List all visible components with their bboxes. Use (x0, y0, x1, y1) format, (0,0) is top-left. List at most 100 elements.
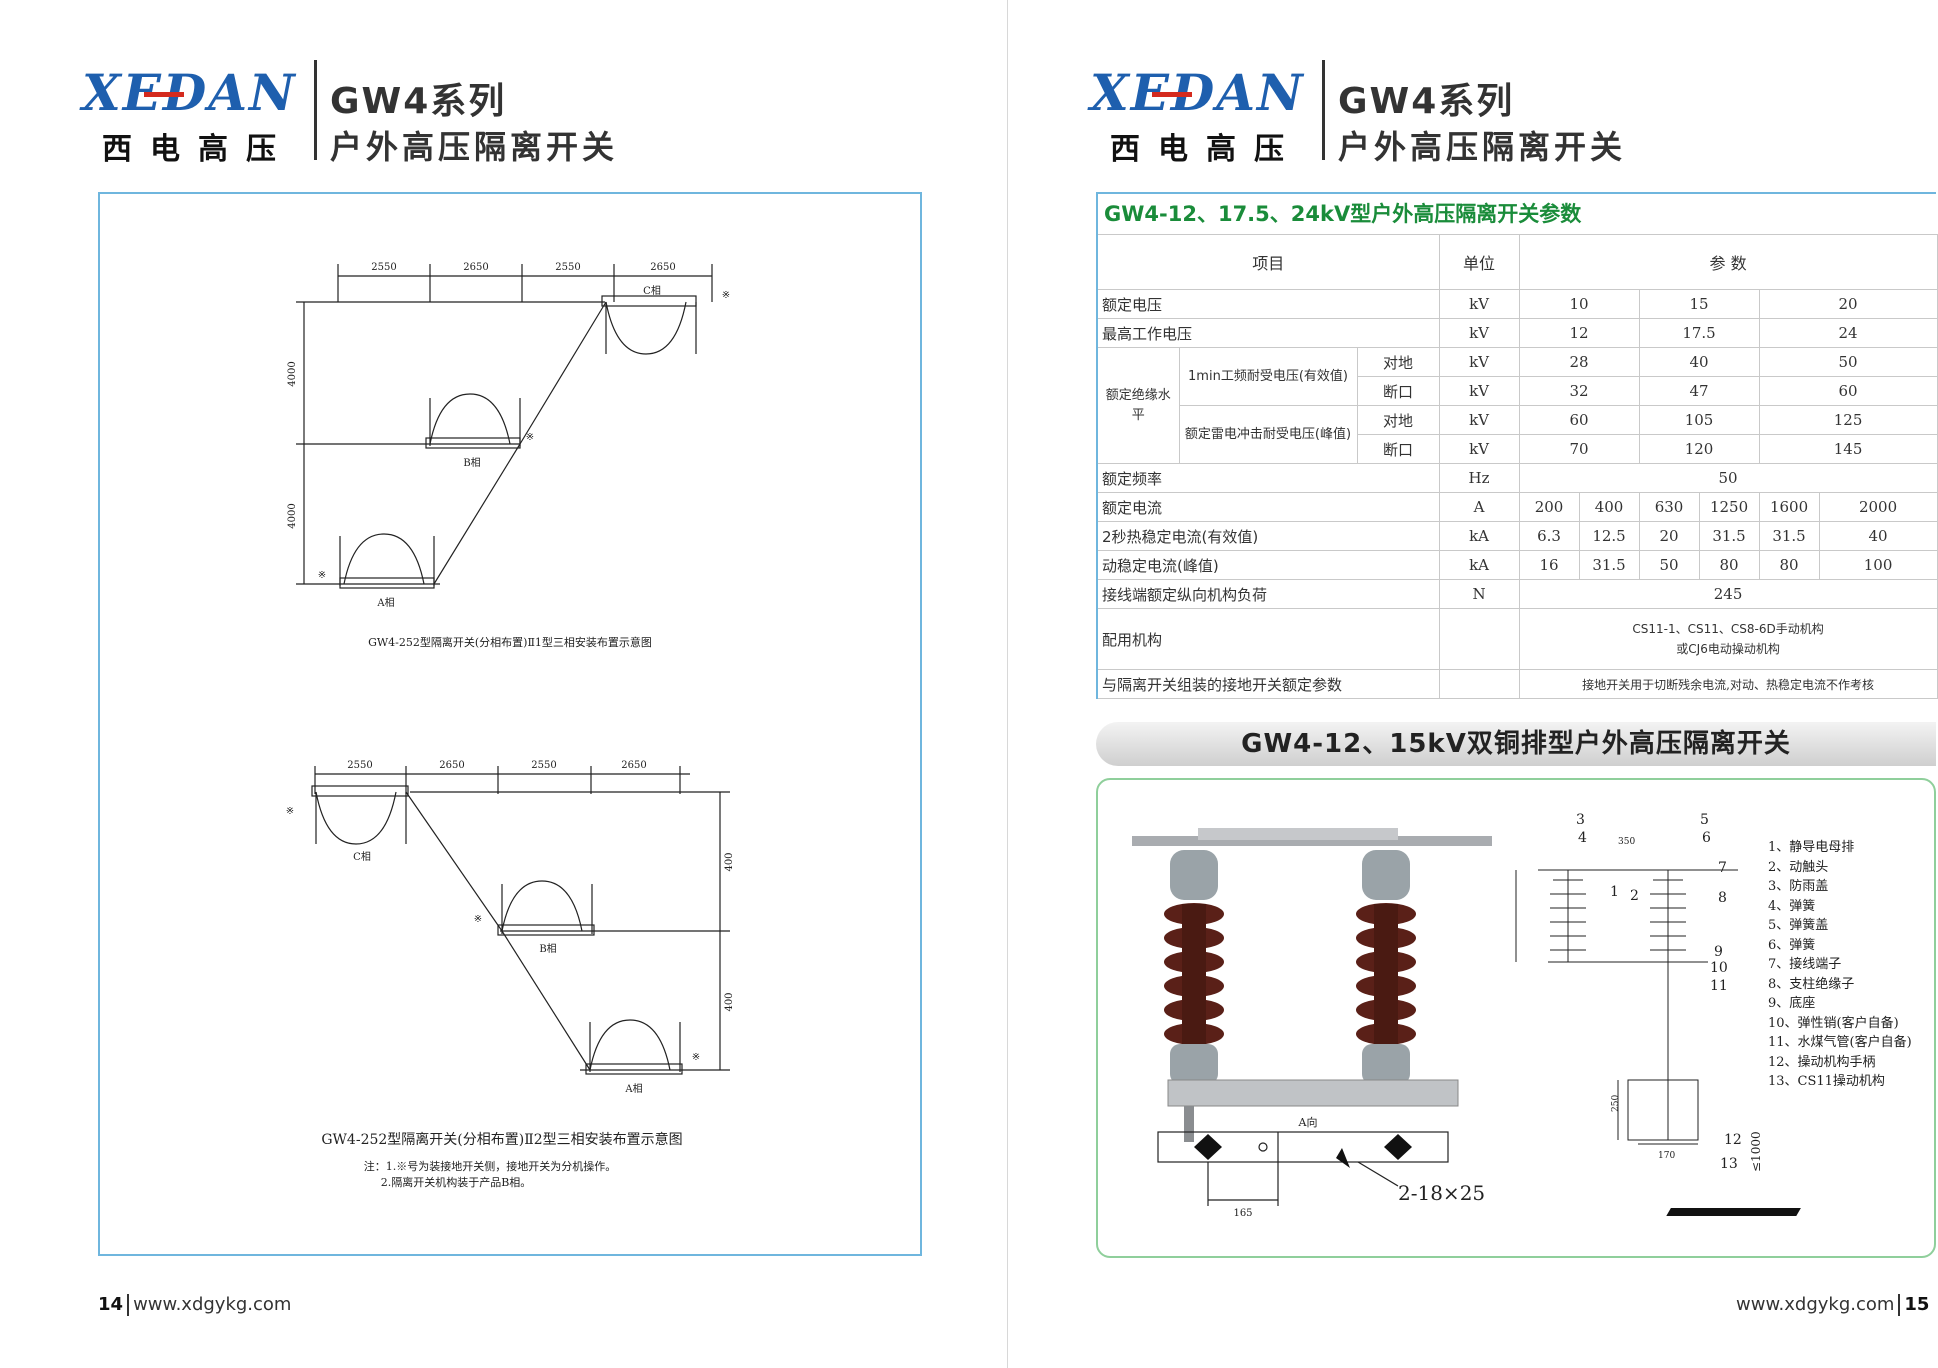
parts-legend: 1、静导电母排 2、动触头 3、防雨盖 4、弹簧 5、弹簧盖 6、弹簧 7、接线… (1768, 838, 1912, 1092)
switch-photo (1132, 828, 1492, 1142)
diagram-1 (296, 264, 713, 589)
header-unit: 单位 (1438, 234, 1520, 290)
product-title: 户外高压隔离开关 (330, 128, 619, 166)
callouts: 3 4 1 2 5 6 7 8 9 10 11 12 13 (1576, 812, 1742, 1172)
svg-text:8: 8 (1718, 890, 1727, 906)
legend-item: 6、弹簧 (1768, 937, 1816, 953)
d2-phase-a: A相 (624, 1082, 642, 1095)
svg-text:12: 12 (1724, 1132, 1742, 1148)
spec-table-section: GW4-12、17.5、24kV型户外高压隔离开关参数 项目 单位 参 数 额定… (1096, 192, 1938, 699)
svg-text:9: 9 (1714, 944, 1723, 960)
d1-side-dim-2: 4000 (287, 503, 298, 528)
d2-mark-2: ※ (474, 914, 482, 925)
d2-note-1: 注：1.※号为装接地开关侧，接地开关为分机操作。 (364, 1159, 617, 1173)
logo-text: XEDAN (79, 63, 297, 122)
d1-mark-1: ※ (526, 432, 534, 443)
table-header-row: 项目 单位 参 数 (1096, 234, 1938, 290)
d1-mark-2: ※ (722, 290, 730, 301)
logo-chinese: 西电高压 (1110, 132, 1302, 167)
insulator-right (1356, 850, 1416, 1084)
legend-item: 2、动触头 (1768, 859, 1829, 875)
svg-text:2: 2 (1630, 888, 1639, 904)
d1-dim-2: 2650 (463, 262, 488, 273)
series-title: GW4系列 (1338, 81, 1515, 122)
svg-text:1: 1 (1610, 884, 1619, 900)
d1-dim-3: 2550 (555, 262, 580, 273)
logo-red-bar (144, 92, 184, 97)
page-number: 14 (98, 1294, 124, 1315)
logo-text: XEDAN (1087, 63, 1305, 122)
table-row: 额定雷电冲击耐受电压(峰值) 对地 kV 60 105 125 (1097, 405, 1938, 464)
table-row: 接线端额定纵向机构负荷 N 245 (1096, 579, 1938, 609)
d2-dim-1: 2550 (347, 760, 372, 771)
d2-mark-1: ※ (286, 806, 294, 817)
left-footer: 14 www.xdgykg.com (98, 1294, 291, 1316)
d1-dim-4: 2650 (650, 262, 675, 273)
dim-170: 170 (1658, 1151, 1675, 1161)
table-row: 配用机构 CS11-1、CS11、CS8-6D手动机构 或CJ6电动操动机构 (1096, 608, 1938, 670)
d2-phase-b: B相 (539, 942, 556, 955)
table-row: 动稳定电流(峰值) kA 16 31.5 50 80 80 100 (1096, 550, 1938, 580)
d1-mark-3: ※ (318, 570, 326, 581)
svg-text:3: 3 (1576, 812, 1585, 828)
d1-side-dim-1: 4000 (287, 361, 298, 386)
table-row: 与隔离开关组装的接地开关额定参数 接地开关用于切断残余电流,对动、热稳定电流不作… (1096, 669, 1938, 699)
d2-note-2: 2.隔离开关机构装于产品B相。 (381, 1175, 532, 1189)
table-row: 额定频率 Hz 50 (1096, 463, 1938, 493)
legend-item: 8、支柱绝缘子 (1768, 976, 1855, 992)
table-row: 额定电压 kV 10 15 20 (1096, 289, 1938, 319)
d2-side-dim-1: 400 (724, 852, 735, 871)
d1-caption: GW4-252型隔离开关(分相布置)Ⅱ1型三相安装布置示意图 (368, 635, 652, 649)
table-row: 断口 kV 70 120 145 (1097, 434, 1938, 464)
technical-drawing (1515, 869, 1738, 1145)
d2-dim-3: 2550 (531, 760, 556, 771)
svg-text:4: 4 (1578, 830, 1587, 846)
legend-item: 7、接线端子 (1768, 957, 1842, 972)
d1-dim-1: 2550 (371, 262, 396, 273)
section-banner: GW4-12、15kV双铜排型户外高压隔离开关 (1096, 722, 1936, 766)
hole-spec: 2-18×25 (1398, 1181, 1485, 1205)
diagram-2 (311, 766, 730, 1075)
dim-1000: ≤1000 (1749, 1131, 1763, 1172)
legend-item: 10、弹性销(客户自备) (1768, 1015, 1899, 1031)
legend-item: 11、水煤气管(客户自备) (1768, 1035, 1912, 1050)
dim-250: 250 (1611, 1095, 1621, 1112)
d2-side-dim-2: 400 (724, 992, 735, 1011)
base-diamonds (1194, 1134, 1412, 1168)
legend-item: 5、弹簧盖 (1768, 918, 1829, 933)
a-view-label: A向 (1298, 1115, 1318, 1129)
installation-drawing-frame: 2550 2650 2550 2650 4000 4000 B相 A相 C相 ※… (98, 192, 922, 1256)
d2-phase-c: C相 (353, 850, 371, 863)
d2-caption: GW4-252型隔离开关(分相布置)Ⅱ2型三相安装布置示意图 (321, 1131, 682, 1148)
d2-mark-3: ※ (692, 1052, 700, 1063)
table-row: 额定电流 A 200 400 630 1250 1600 2000 (1096, 492, 1938, 522)
legend-item: 3、防雨盖 (1768, 879, 1829, 894)
svg-text:6: 6 (1702, 830, 1711, 846)
table-row: 最高工作电压 kV 12 17.5 24 (1096, 318, 1938, 348)
table-row: 额定绝缘水平 1min工频耐受电压(有效值) 对地 kV 28 40 50 (1096, 347, 1938, 464)
svg-text:5: 5 (1700, 812, 1709, 828)
d2-dim-2: 2650 (439, 760, 464, 771)
insulator-left (1164, 850, 1224, 1084)
header-item: 项目 (1096, 234, 1440, 290)
legend-item: 4、弹簧 (1768, 898, 1816, 914)
right-footer: www.xdgykg.com 15 (1736, 1294, 1929, 1316)
svg-text:10: 10 (1710, 960, 1728, 976)
installation-diagrams: 2550 2650 2550 2650 4000 4000 B相 A相 C相 ※… (286, 262, 735, 1189)
page-number: 15 (1904, 1294, 1930, 1315)
website-link[interactable]: www.xdgykg.com (133, 1294, 292, 1315)
left-page: XEDAN 西电高压 GW4系列 户外高压隔离开关 (79, 0, 1008, 1368)
d2-dim-4: 2650 (621, 760, 646, 771)
product-title: 户外高压隔离开关 (1338, 128, 1627, 166)
spec-table-title: GW4-12、17.5、24kV型户外高压隔离开关参数 (1096, 192, 1936, 234)
company-logo: XEDAN (79, 63, 295, 122)
table-row: 2秒热稳定电流(有效值) kA 6.3 12.5 20 31.5 31.5 40 (1096, 521, 1938, 551)
spec-table: 项目 单位 参 数 额定电压 kV 10 15 20 最高工作电压 kV 12 … (1096, 234, 1938, 699)
logo-red-bar (1152, 92, 1192, 97)
product-drawing: A向 165 2-18×25 3 4 1 2 (1132, 812, 1801, 1219)
legend-item: 1、静导电母排 (1768, 840, 1855, 855)
header-param: 参 数 (1518, 234, 1938, 290)
legend-item: 13、CS11操动机构 (1768, 1074, 1885, 1089)
website-link[interactable]: www.xdgykg.com (1736, 1294, 1895, 1315)
logo-chinese: 西电高压 (102, 132, 294, 167)
